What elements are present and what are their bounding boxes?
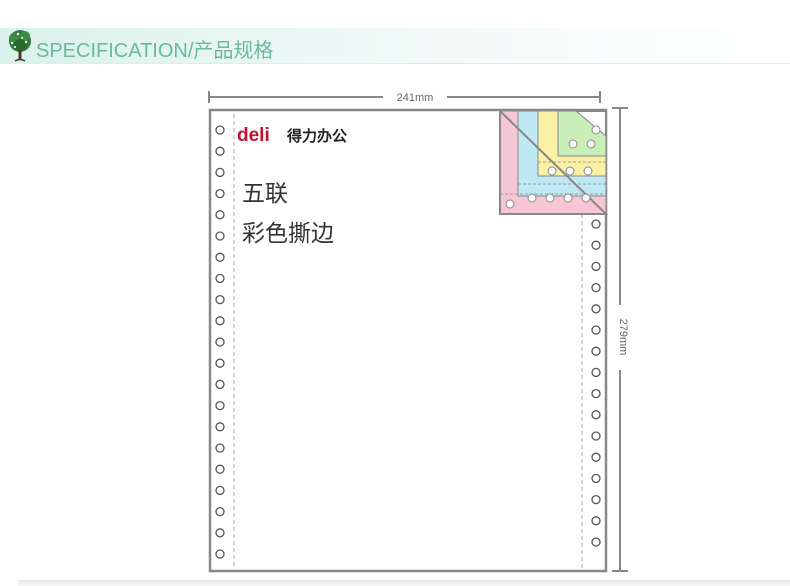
tractor-hole	[215, 337, 225, 347]
tractor-hole	[215, 252, 225, 262]
tractor-hole	[591, 367, 601, 378]
tractor-hole	[591, 431, 601, 441]
tractor-hole	[591, 219, 601, 229]
tractor-hole	[215, 316, 225, 326]
tractor-hole	[215, 358, 225, 368]
tractor-hole	[591, 537, 601, 547]
copies-label: 五联	[242, 181, 288, 207]
tractor-hole	[591, 452, 601, 462]
tractor-hole	[215, 188, 225, 199]
tree-icon	[9, 30, 31, 62]
header-divider	[0, 63, 790, 64]
feature-label: 彩色撕边	[242, 221, 334, 247]
left-tractor-holes	[215, 125, 225, 559]
tractor-hole	[215, 443, 225, 453]
tractor-hole	[591, 388, 601, 399]
tractor-hole	[215, 464, 225, 474]
tractor-hole	[215, 167, 225, 178]
header-band	[0, 28, 790, 64]
tractor-hole	[215, 422, 225, 432]
tractor-hole	[215, 146, 225, 156]
brand-logo: deli 得力办公	[237, 125, 347, 146]
height-label: 279mm	[617, 319, 629, 356]
bottom-divider	[18, 580, 790, 586]
section-title: SPECIFICATION/产品规格	[36, 40, 274, 62]
tractor-hole	[215, 528, 225, 538]
tractor-hole	[215, 506, 225, 517]
tractor-hole	[215, 485, 225, 496]
brand-logo-text: deli	[237, 125, 270, 146]
tractor-hole	[591, 261, 601, 272]
tractor-hole	[591, 282, 601, 293]
tractor-hole	[215, 125, 225, 135]
brand-name: 得力办公	[286, 127, 347, 145]
tractor-hole	[215, 400, 225, 411]
tractor-hole	[591, 473, 601, 484]
tractor-hole	[591, 516, 601, 526]
tractor-hole	[215, 549, 225, 559]
section-header: SPECIFICATION/产品规格	[0, 0, 790, 70]
tractor-hole	[215, 379, 225, 390]
tractor-hole	[591, 346, 601, 356]
tractor-hole	[215, 210, 225, 220]
tractor-hole	[215, 294, 225, 305]
width-dimension: 241mm	[208, 91, 601, 104]
tractor-hole	[591, 240, 601, 250]
tractor-hole	[591, 410, 601, 420]
width-label: 241mm	[397, 92, 434, 104]
right-tractor-holes	[591, 219, 601, 547]
tractor-hole	[591, 494, 601, 505]
height-dimension: 279mm	[612, 107, 629, 572]
tractor-hole	[591, 325, 601, 335]
tractor-hole	[591, 304, 601, 314]
tractor-hole	[215, 273, 225, 284]
tractor-hole	[215, 231, 225, 241]
color-copies-corner	[499, 108, 609, 215]
